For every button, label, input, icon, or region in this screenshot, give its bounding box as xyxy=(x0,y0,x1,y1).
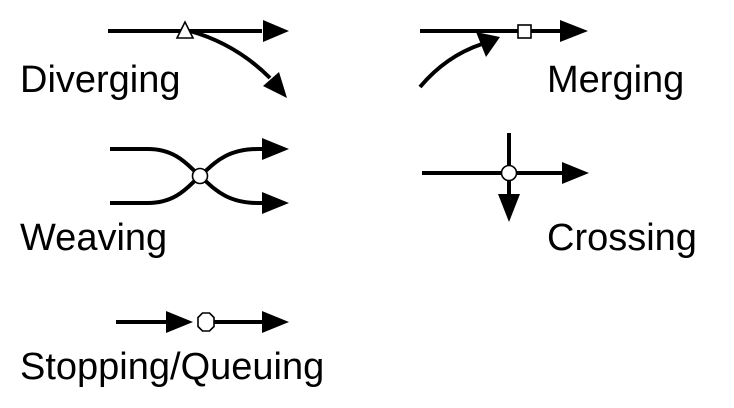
arrowhead xyxy=(262,311,289,333)
arrowhead xyxy=(262,192,289,214)
crossing-symbol xyxy=(422,133,589,222)
diverging-symbol xyxy=(108,20,289,98)
weaving-label: Weaving xyxy=(20,217,167,259)
arrowhead xyxy=(263,20,289,42)
arrowhead xyxy=(498,194,520,222)
arrowhead xyxy=(562,162,589,184)
arrowhead xyxy=(263,72,287,98)
stopping-queuing-label: Stopping/Queuing xyxy=(20,346,324,388)
merging-label: Merging xyxy=(547,59,684,101)
arrowhead xyxy=(476,32,500,57)
triangle-node xyxy=(175,20,195,39)
stopping-queuing-symbol xyxy=(116,311,289,333)
circle-node xyxy=(191,167,209,185)
circle-node xyxy=(500,164,518,182)
arrowhead xyxy=(166,311,193,333)
merging-symbol xyxy=(418,20,588,89)
square-node xyxy=(517,24,532,39)
octagon-node xyxy=(197,312,215,332)
crossing-label: Crossing xyxy=(547,217,697,259)
arrowhead xyxy=(560,20,588,42)
weaving-symbol xyxy=(110,138,289,214)
diverging-label: Diverging xyxy=(20,59,181,101)
arrowhead xyxy=(262,138,289,160)
